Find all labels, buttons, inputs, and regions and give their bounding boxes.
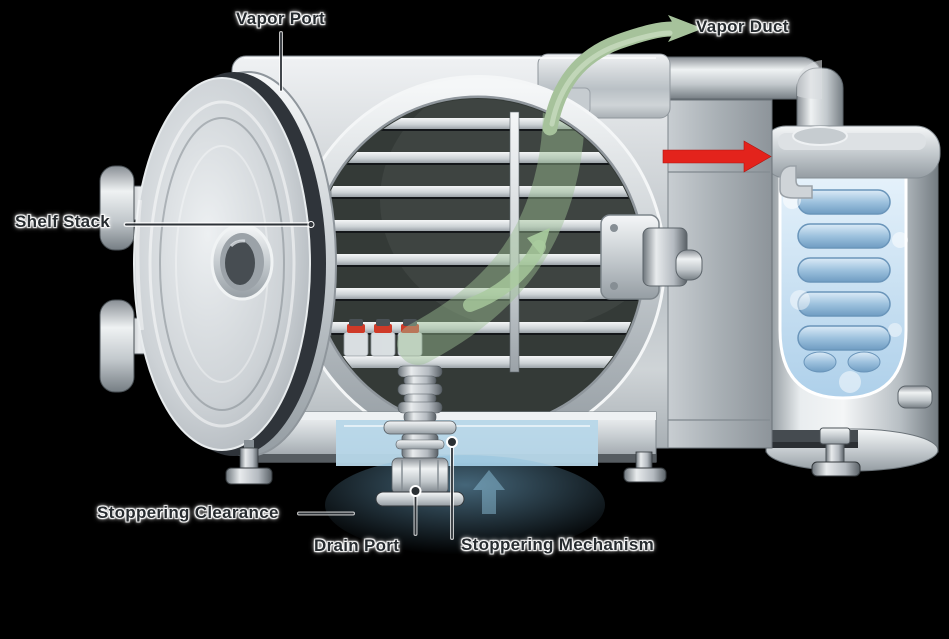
chamber-opening <box>290 75 666 451</box>
sight-glass-window <box>210 223 274 301</box>
door-latch <box>600 214 703 300</box>
chamber-door <box>133 71 337 457</box>
condenser-ice-coils <box>778 170 908 400</box>
leader-drain-port <box>409 485 422 536</box>
label-vapor-port: Vapor Port <box>236 9 325 28</box>
red-arrow-icon <box>662 140 772 173</box>
leader-lines <box>123 31 458 540</box>
blue-arrow-up-icon <box>473 470 505 514</box>
machine-feet <box>225 440 667 485</box>
vapor-flow-internal-icon <box>397 99 585 365</box>
product-vials <box>343 319 423 357</box>
leader-shelf-stack <box>123 221 315 228</box>
leader-stoppering-mechanism <box>446 436 458 540</box>
label-stoppering-mechanism: Stoppering Mechanism <box>461 535 655 554</box>
label-drain-port: Drain Port <box>314 536 400 555</box>
condenser-foot <box>811 427 861 477</box>
label-stoppering-clearance: Stoppering Clearance <box>97 503 279 522</box>
vapor-duct-arrow-icon <box>542 15 703 136</box>
label-vapor-duct: Vapor Duct <box>696 17 789 36</box>
label-shelf-stack: Shelf Stack <box>15 212 110 231</box>
